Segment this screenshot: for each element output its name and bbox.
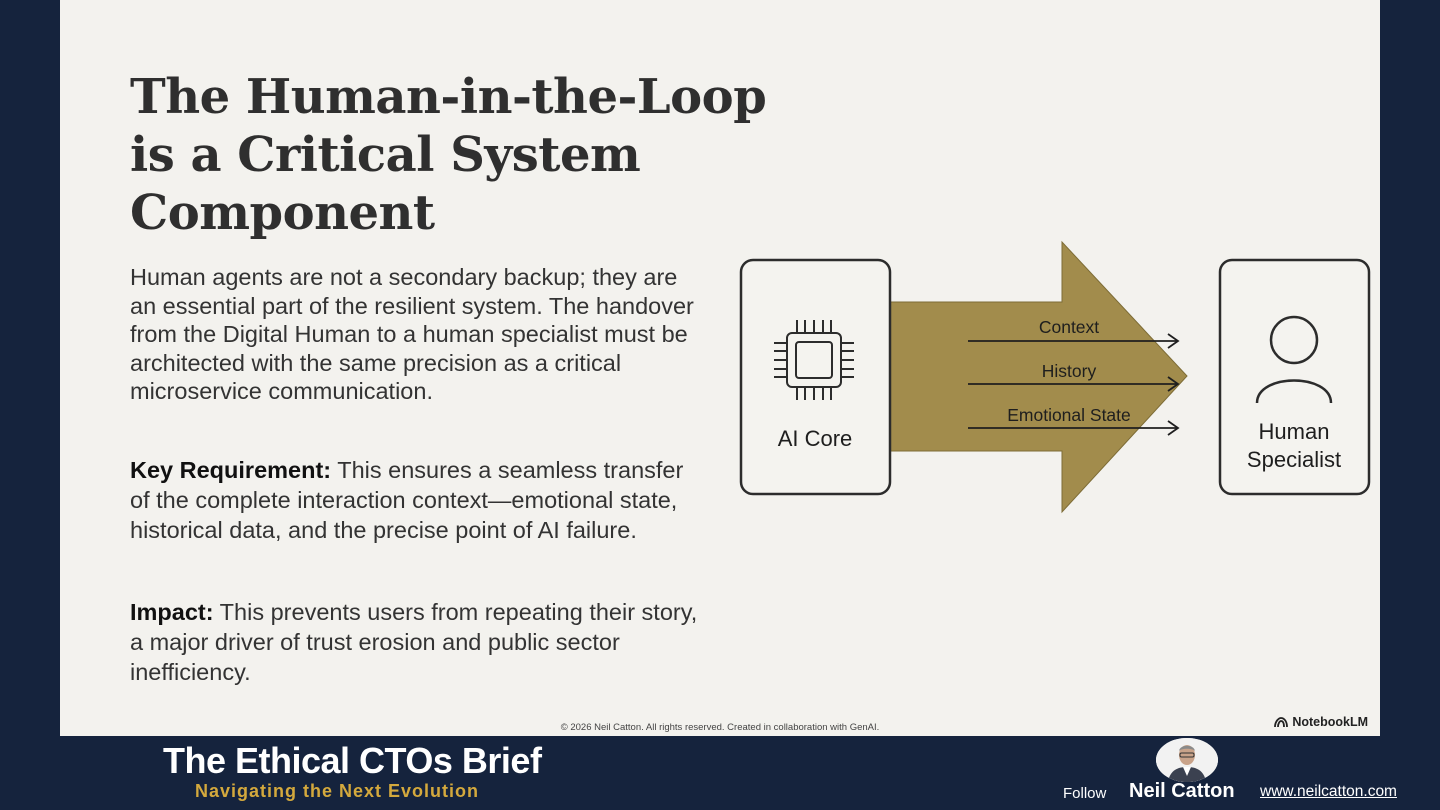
flow-label-emotional-state: Emotional State bbox=[1007, 405, 1131, 425]
brief-subtitle: Navigating the Next Evolution bbox=[195, 781, 480, 801]
human-specialist-box bbox=[1218, 258, 1371, 496]
slide: The Human-in-the-Loop is a Critical Syst… bbox=[60, 0, 1380, 736]
intro-paragraph: Human agents are not a secondary backup;… bbox=[130, 264, 694, 404]
website-link[interactable]: www.neilcatton.com bbox=[1260, 783, 1397, 800]
author-photo-icon bbox=[1156, 738, 1218, 782]
slide-title: The Human-in-the-Loop is a Critical Syst… bbox=[130, 69, 767, 241]
follow-label: Follow bbox=[1063, 785, 1107, 802]
human-specialist-label-line1: Human bbox=[1259, 419, 1330, 444]
flow-label-history: History bbox=[1042, 361, 1097, 381]
notebooklm-label: NotebookLM bbox=[1292, 715, 1368, 729]
key-requirement-paragraph: Key Requirement: This ensures a seamless… bbox=[130, 455, 700, 545]
person-icon bbox=[1255, 315, 1333, 404]
key-requirement-label: Key Requirement: bbox=[130, 457, 332, 483]
chip-icon bbox=[774, 320, 854, 400]
notebooklm-brand: NotebookLM bbox=[1274, 715, 1368, 729]
author-name[interactable]: Neil Catton bbox=[1129, 780, 1235, 802]
ai-core-label: AI Core bbox=[778, 426, 853, 451]
key-requirement-text: This ensures a seamless transfer of the … bbox=[130, 457, 684, 543]
handover-arrow bbox=[886, 240, 1188, 514]
impact-paragraph: Impact: This prevents users from repeati… bbox=[130, 597, 700, 687]
flow-label-context: Context bbox=[1039, 317, 1099, 337]
copyright-notice: © 2026 Neil Catton. All rights reserved.… bbox=[560, 722, 880, 733]
author-avatar bbox=[1156, 738, 1218, 782]
human-specialist-label-line2: Specialist bbox=[1247, 447, 1341, 472]
handover-diagram: AI Core Human Specialist Context History… bbox=[739, 240, 1371, 514]
brief-title: The Ethical CTOs Brief bbox=[163, 740, 542, 781]
impact-label: Impact: bbox=[130, 599, 214, 625]
impact-text: This prevents users from repeating their… bbox=[130, 599, 698, 685]
notebooklm-icon bbox=[1274, 716, 1289, 727]
